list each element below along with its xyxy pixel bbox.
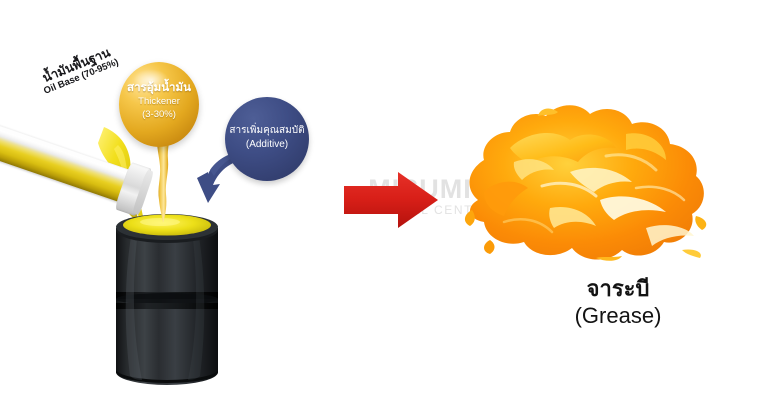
additive-circle: สารเพิ่มคุณสมบัติ (Additive) xyxy=(225,97,309,181)
additive-label: สารเพิ่มคุณสมบัติ (Additive) xyxy=(225,125,309,151)
thickener-percent: (3-30%) xyxy=(142,108,176,120)
grease-label-thai: จาระบี xyxy=(586,276,650,301)
oil-barrel xyxy=(116,214,218,385)
thickener-label: สารอุ้มน้ำมัน Thickener (3-30%) xyxy=(119,82,199,120)
grease-label-english: (Grease) xyxy=(574,302,662,328)
grease-blob xyxy=(464,105,707,261)
thickener-ball: สารอุ้มน้ำมัน Thickener (3-30%) xyxy=(119,62,199,147)
grease-result-label: จาระบี (Grease) xyxy=(518,276,718,329)
thickener-label-english: Thickener xyxy=(138,95,180,107)
process-arrow-right-icon xyxy=(344,172,438,228)
additive-label-english: (Additive) xyxy=(245,139,289,150)
additive-label-thai: สารเพิ่มคุณสมบัติ xyxy=(229,125,305,136)
thickener-label-thai: สารอุ้มน้ำมัน xyxy=(127,82,191,94)
thickener-drip-stream-icon xyxy=(156,132,171,223)
thickener-ball-highlight xyxy=(133,69,169,91)
